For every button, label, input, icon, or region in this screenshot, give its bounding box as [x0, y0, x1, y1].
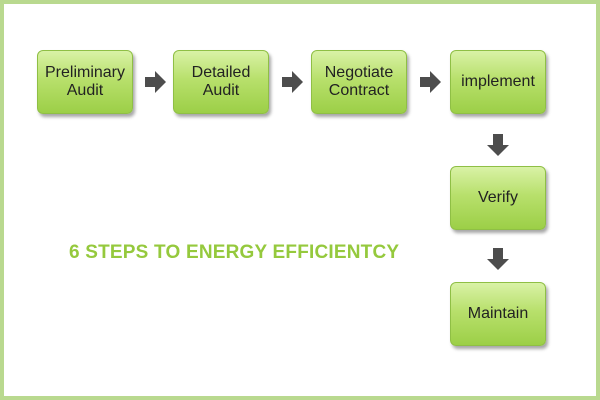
step-preliminary-audit: Preliminary Audit	[37, 50, 133, 114]
step-label-line1: Detailed	[191, 64, 251, 81]
step-label-line1: Preliminary	[44, 64, 125, 81]
arrow-down-icon	[487, 248, 509, 270]
step-label-line1: Verify	[477, 189, 518, 206]
step-verify: Verify	[450, 166, 546, 230]
step-maintain: Maintain	[450, 282, 546, 346]
step-label-line1: Negotiate	[324, 64, 394, 81]
step-detailed-audit: Detailed Audit	[173, 50, 269, 114]
step-label-line1: Maintain	[467, 305, 529, 322]
arrow-right-icon	[420, 71, 441, 93]
arrow-right-icon	[282, 71, 303, 93]
arrow-right-icon	[145, 71, 166, 93]
step-negotiate-contract: Negotiate Contract	[311, 50, 407, 114]
arrow-down-icon	[487, 134, 509, 156]
step-label-line2: Contract	[328, 82, 390, 99]
step-label-line2: Audit	[202, 82, 240, 99]
step-label-line2: Audit	[66, 82, 104, 99]
step-implement: implement	[450, 50, 546, 114]
diagram-title: 6 STEPS TO ENERGY EFFICIENTCY	[69, 242, 400, 263]
step-label-line1: implement	[461, 73, 535, 90]
